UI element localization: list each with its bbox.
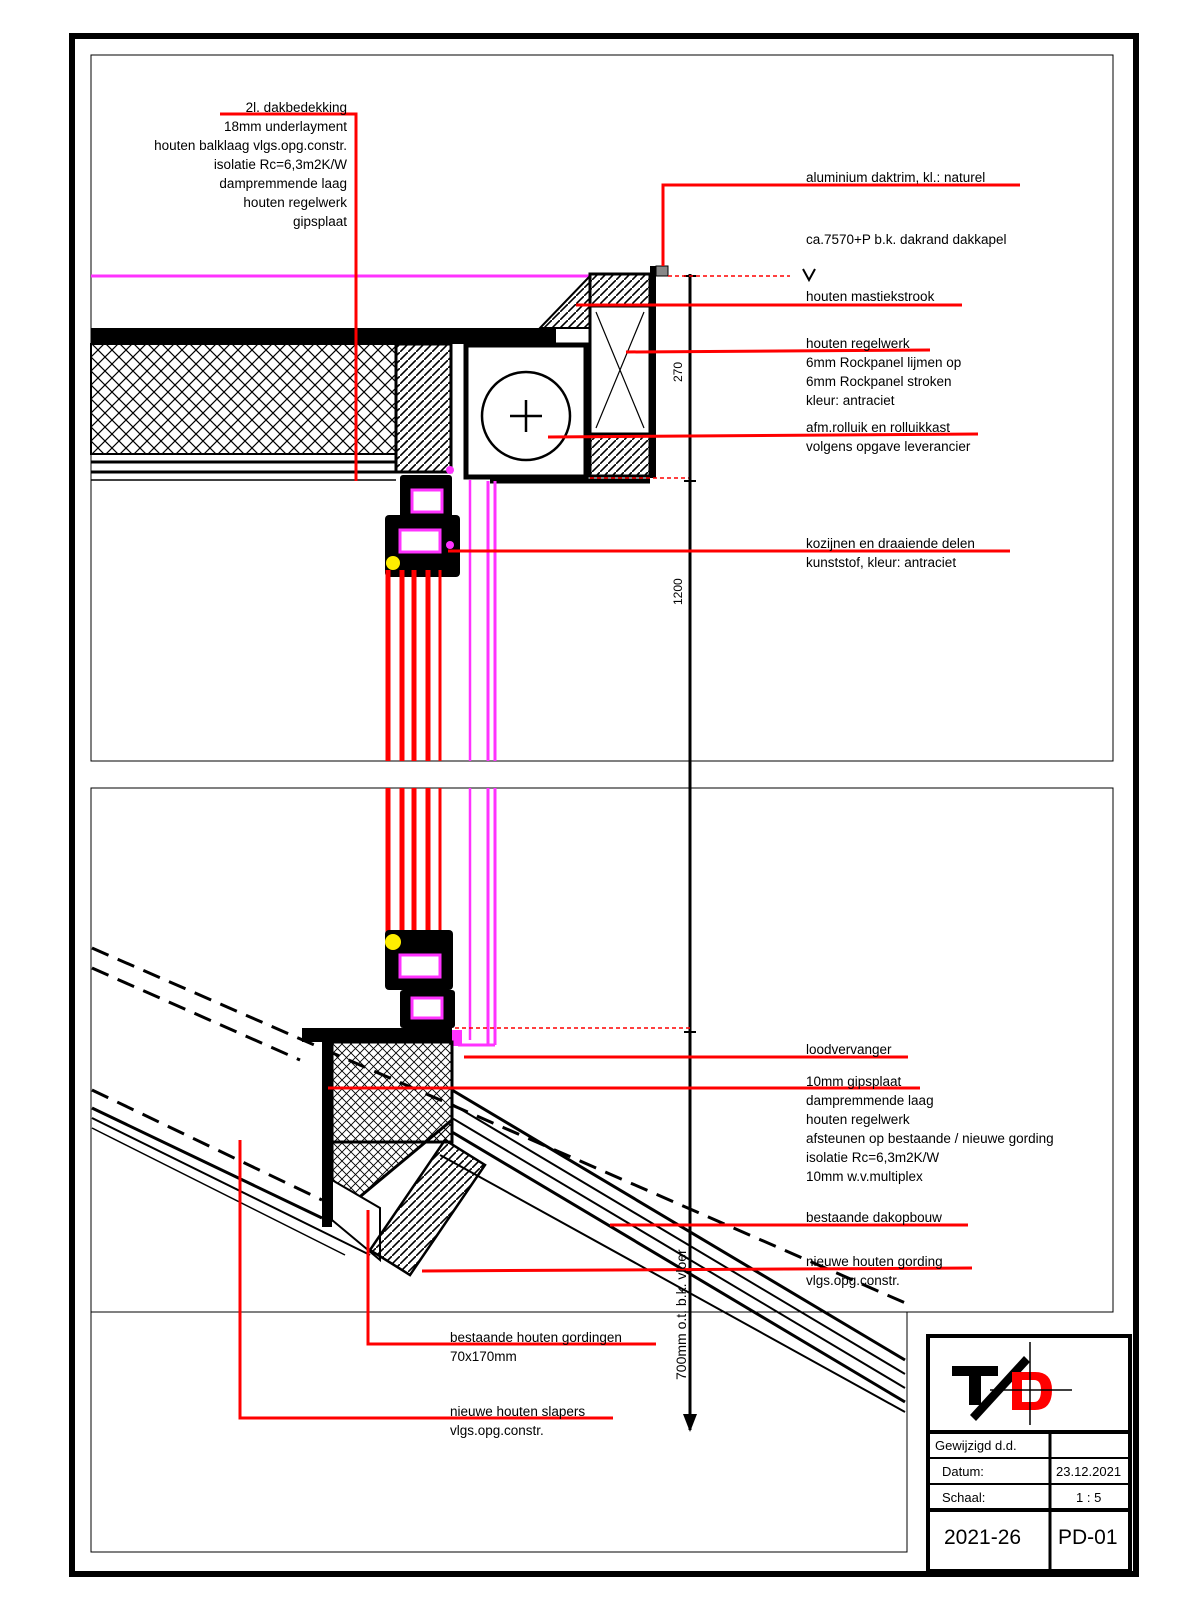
daktrim-label: aluminium daktrim, kl.: naturel — [806, 170, 986, 185]
dimension-line — [668, 268, 816, 1432]
label-line: kozijnen en draaiende delen — [806, 536, 975, 551]
regelwerk-label: houten regelwerk 6mm Rockpanel lijmen op… — [806, 334, 961, 410]
schaal-value: 1 : 5 — [1076, 1490, 1102, 1505]
dimension-700: 700mm o.t. b.k. vloer — [673, 1249, 689, 1380]
label-line: houten regelwerk — [806, 336, 910, 351]
label-line: 70x170mm — [450, 1349, 517, 1364]
bottom-detail-frame — [90, 787, 1114, 1313]
label-line: dampremmende laag — [219, 176, 347, 191]
datum-value: 23.12.2021 — [1056, 1464, 1122, 1479]
sheet-border — [69, 33, 1139, 1577]
roof-buildup-label: 2l. dakbedekking 18mm underlayment houte… — [100, 98, 347, 231]
dimension-1200: 1200 — [671, 578, 685, 605]
label-line: nieuwe houten gording — [806, 1254, 943, 1269]
label-line: vlgs.opg.constr. — [450, 1423, 544, 1438]
rolluik-label: afm.rolluik en rolluikkast volgens opgav… — [806, 418, 970, 456]
dimension-270: 270 — [671, 361, 685, 382]
label-line: 6mm Rockpanel stroken — [806, 374, 952, 389]
label-line: afsteunen op bestaande / nieuwe gording — [806, 1131, 1054, 1146]
gordingen-label: bestaande houten gordingen 70x170mm — [450, 1328, 622, 1366]
slapers-label: nieuwe houten slapers vlgs.opg.constr. — [450, 1402, 585, 1440]
gewijzigd-label: Gewijzigd d.d. — [935, 1438, 1017, 1453]
dakrand-label: ca.7570+P b.k. dakrand dakkapel — [806, 232, 1007, 247]
company-logo — [952, 1342, 1072, 1425]
kozijnen-label: kozijnen en draaiende delen kunststof, k… — [806, 534, 975, 572]
loodvervanger-label: loodvervanger — [806, 1042, 892, 1057]
label-line: volgens opgave leverancier — [806, 439, 971, 454]
interior-buildup-label: 10mm gipsplaat dampremmende laag houten … — [806, 1072, 1054, 1186]
label-line: 18mm underlayment — [223, 119, 347, 134]
datum-label: Datum: — [942, 1464, 984, 1479]
label-line: vlgs.opg.constr. — [806, 1273, 900, 1288]
label-line: 2l. dakbedekking — [245, 100, 347, 115]
project-number: 2021-26 — [944, 1526, 1022, 1549]
label-line: houten balklaag vlgs.opg.constr. — [154, 138, 347, 153]
label-line: bestaande houten gordingen — [450, 1330, 622, 1345]
label-line: dampremmende laag — [806, 1093, 934, 1108]
label-line: kleur: antraciet — [806, 393, 895, 408]
schaal-label: Schaal: — [942, 1490, 986, 1505]
dakopbouw-label: bestaande dakopbouw — [806, 1210, 942, 1225]
drawing-number: PD-01 — [1058, 1526, 1118, 1549]
label-line: houten regelwerk — [806, 1112, 910, 1127]
label-line: gipsplaat — [292, 214, 347, 229]
label-line: isolatie Rc=6,3m2K/W — [806, 1150, 940, 1165]
label-line: kunststof, kleur: antraciet — [806, 555, 957, 570]
glazing — [385, 570, 497, 1047]
gording-label: nieuwe houten gording vlgs.opg.constr. — [806, 1252, 943, 1290]
roof-section-bottom — [91, 930, 911, 1413]
label-line: 6mm Rockpanel lijmen op — [806, 355, 962, 370]
label-line: isolatie Rc=6,3m2K/W — [213, 157, 347, 172]
lower-frame — [90, 1311, 908, 1553]
label-line: 10mm gipsplaat — [806, 1074, 902, 1089]
mastiekstrook-label: houten mastiekstrook — [806, 289, 935, 304]
label-line: 10mm w.v.multiplex — [806, 1169, 923, 1184]
roof-section-top — [90, 265, 690, 761]
label-line: nieuwe houten slapers — [450, 1404, 586, 1419]
title-block — [926, 1334, 1132, 1573]
label-line: houten regelwerk — [243, 195, 347, 210]
label-line: afm.rolluik en rolluikkast — [806, 420, 951, 435]
leader-lines — [220, 112, 1020, 1420]
